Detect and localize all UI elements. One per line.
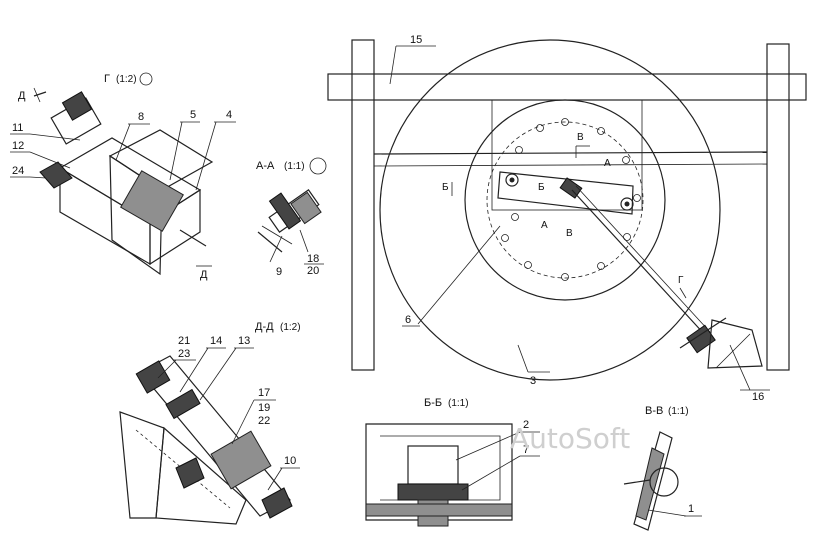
label-17: 17 <box>258 387 270 399</box>
frame-beam-top <box>327 73 807 101</box>
label-9: 9 <box>276 266 282 278</box>
label-16: 16 <box>752 391 764 403</box>
label-19: 19 <box>258 402 270 414</box>
label-18: 18 <box>307 253 319 265</box>
sensor-arm <box>571 189 707 337</box>
section-dd-title: Д-Д <box>255 321 274 333</box>
marker-a-top: А <box>604 158 611 169</box>
marker-v-bottom: В <box>566 228 573 239</box>
sensor-body <box>559 177 583 199</box>
hub-bolt-holes <box>501 118 641 281</box>
watermark: AutoSoft <box>510 422 630 455</box>
label-24: 24 <box>12 165 24 177</box>
label-4: 4 <box>226 109 232 121</box>
label-10: 10 <box>284 455 296 467</box>
frame-post-right <box>766 43 790 371</box>
section-d-d: Д-Д (1:2) 21 23 14 13 17 19 22 10 <box>119 321 301 525</box>
frame-post-left <box>351 39 375 371</box>
section-aa-title: А-А <box>256 160 275 172</box>
section-bb-title: Б-Б <box>424 397 442 409</box>
label-20: 20 <box>307 265 319 277</box>
section-b-b: Б-Б (1:1) 2 7 <box>365 397 540 527</box>
label-22: 22 <box>258 415 270 427</box>
label-7: 7 <box>523 444 529 456</box>
marker-b-inner: Б <box>538 182 545 193</box>
section-a-a: А-А (1:1) 9 18 20 <box>256 157 327 278</box>
top-left-assembly: Д Д 8 5 4 11 12 24 Г (1:2) <box>10 72 236 281</box>
section-g-scale: (1:2) <box>116 74 137 85</box>
view-indicator-circle <box>139 72 153 86</box>
section-g-title: Г <box>104 73 110 85</box>
label-6: 6 <box>405 314 411 326</box>
marker-v-top: В <box>577 132 584 143</box>
label-15: 15 <box>410 34 422 46</box>
section-vv-title: В-В <box>645 405 663 417</box>
marker-d-bottom: Д <box>200 269 208 281</box>
hub-disc <box>464 99 666 301</box>
label-11: 11 <box>12 122 23 134</box>
section-v-v: В-В (1:1) 1 <box>623 405 702 531</box>
label-14: 14 <box>210 335 222 347</box>
label-12: 12 <box>12 140 24 152</box>
wheel-disc <box>379 39 721 381</box>
label-8: 8 <box>138 111 144 123</box>
frame-rail <box>373 151 768 155</box>
label-23: 23 <box>178 348 190 360</box>
section-dd-scale: (1:2) <box>280 322 301 333</box>
marker-g: Г <box>678 275 684 286</box>
marker-d-top: Д <box>18 90 26 102</box>
marker-a-bottom: А <box>541 220 548 231</box>
section-vv-scale: (1:1) <box>668 406 689 417</box>
label-1: 1 <box>688 503 694 515</box>
section-bb-scale: (1:1) <box>448 398 469 409</box>
coil-5 <box>120 170 184 232</box>
label-2: 2 <box>523 419 529 431</box>
sensor-bracket-plate <box>497 171 634 215</box>
main-assembly-view: В А Б Б А В Г 15 6 3 16 <box>327 34 807 403</box>
pin-circle <box>649 467 679 497</box>
marker-b-left: Б <box>442 182 449 193</box>
label-3: 3 <box>530 375 536 387</box>
label-5: 5 <box>190 109 196 121</box>
part-16-sensor <box>679 317 763 369</box>
coil-dd <box>210 430 272 490</box>
section-aa-scale: (1:1) <box>284 161 305 172</box>
label-21: 21 <box>178 335 190 347</box>
label-13: 13 <box>238 335 250 347</box>
